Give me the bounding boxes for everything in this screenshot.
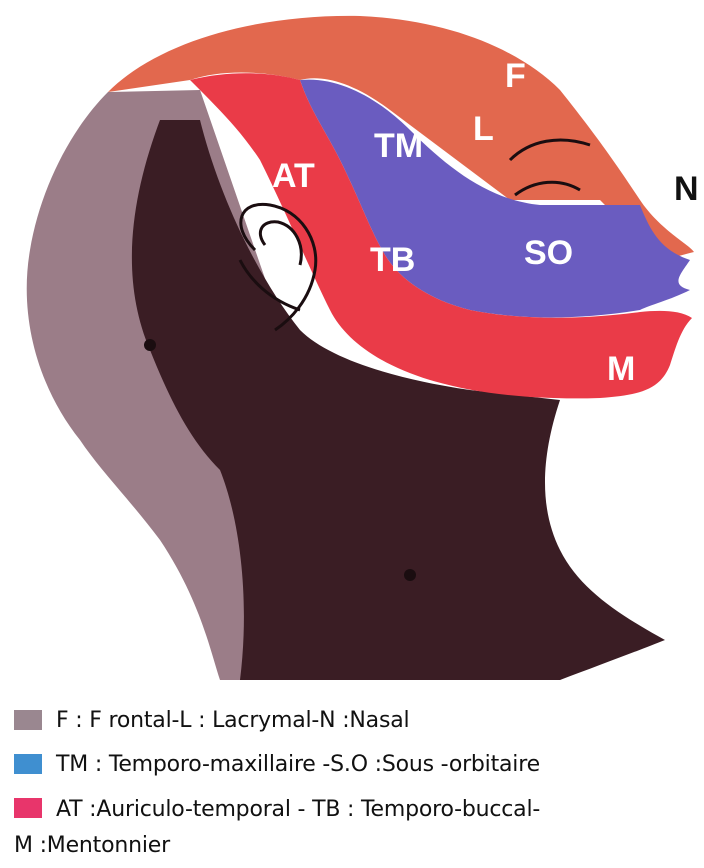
label-tb: TB [370, 241, 415, 279]
label-m: M [607, 350, 635, 388]
label-tm: TM [374, 127, 423, 165]
legend-text-temporo-maxillaire: TM : Temporo-maxillaire -S.O :Sous -orbi… [56, 752, 540, 777]
neck-dot [404, 569, 416, 581]
legend-swatch-frontal [14, 710, 42, 730]
legend-text-frontal: F : F rontal-L : Lacrymal-N :Nasal [56, 708, 409, 733]
legend-text-mentonnier: M :Mentonnier [14, 828, 540, 864]
legend-item-frontal: F : F rontal-L : Lacrymal-N :Nasal [14, 698, 704, 742]
scalp-dot [144, 339, 156, 351]
legend-text-auriculo-temporal: AT :Auriculo-temporal - TB : Temporo-buc… [56, 792, 540, 828]
label-so: SO [524, 234, 573, 272]
legend-swatch-temporo-maxillaire [14, 754, 42, 774]
label-n: N [674, 170, 699, 208]
label-at: AT [272, 157, 315, 195]
legend-item-temporo-maxillaire: TM : Temporo-maxillaire -S.O :Sous -orbi… [14, 742, 704, 786]
legend-item-auriculo-temporal: AT :Auriculo-temporal - TB : Temporo-buc… [14, 786, 704, 864]
label-l: L [473, 110, 494, 148]
head-dermatome-diagram: F L TM AT TB SO M N [0, 0, 704, 690]
label-f: F [505, 57, 526, 95]
legend-swatch-auriculo-temporal [14, 798, 42, 818]
legend: F : F rontal-L : Lacrymal-N :Nasal TM : … [14, 698, 704, 864]
